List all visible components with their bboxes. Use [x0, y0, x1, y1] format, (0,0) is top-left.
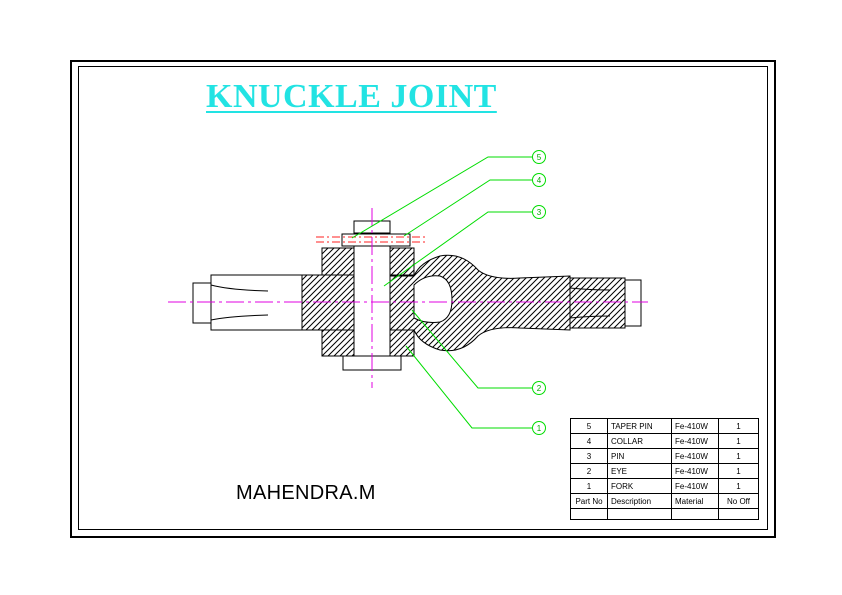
description-cell: FORK [607, 478, 672, 494]
material-cell: Fe-410W [671, 433, 719, 449]
part-no-cell: 3 [570, 448, 608, 464]
qty-cell: 1 [718, 418, 759, 434]
description-cell: TAPER PIN [607, 418, 672, 434]
part-no-cell: 2 [570, 463, 608, 479]
balloon-3: 3 [532, 205, 546, 219]
material-cell: Fe-410W [671, 448, 719, 464]
svg-text:2: 2 [537, 384, 542, 393]
parts-list-row: 4 COLLAR Fe-410W 1 [570, 433, 759, 449]
part-no-cell: 1 [570, 478, 608, 494]
parts-list-row: 5 TAPER PIN Fe-410W 1 [570, 418, 759, 434]
header-part-no: Part No [570, 493, 608, 509]
svg-text:1: 1 [537, 424, 542, 433]
parts-list-row: 1 FORK Fe-410W 1 [570, 478, 759, 494]
part-no-cell: 4 [570, 433, 608, 449]
parts-list-row: 3 PIN Fe-410W 1 [570, 448, 759, 464]
drawing-border-inner [78, 66, 768, 530]
leader-lines [351, 156, 532, 429]
svg-text:5: 5 [537, 153, 542, 162]
material-cell: Fe-410W [671, 478, 719, 494]
description-cell: EYE [607, 463, 672, 479]
parts-list-header-row: Part No Description Material No Off [570, 493, 759, 509]
balloon-4: 4 [532, 173, 546, 187]
drawing-border-outer [70, 60, 776, 538]
center-lines [168, 208, 648, 388]
description-cell: PIN [607, 448, 672, 464]
header-material: Material [671, 493, 719, 509]
author-name: MAHENDRA.M [236, 482, 376, 504]
parts-list-blank-row [570, 508, 759, 520]
drawing-title: KNUCKLE JOINT [206, 78, 497, 115]
description-cell: COLLAR [607, 433, 672, 449]
qty-cell: 1 [718, 478, 759, 494]
svg-text:3: 3 [537, 208, 542, 217]
svg-text:4: 4 [537, 176, 542, 185]
part-no-cell: 5 [570, 418, 608, 434]
eye-rod [569, 277, 642, 329]
eye-section [389, 254, 571, 352]
header-description: Description [607, 493, 672, 509]
balloon-1: 1 [532, 421, 546, 435]
qty-cell: 1 [718, 463, 759, 479]
parts-list-row: 2 EYE Fe-410W 1 [570, 463, 759, 479]
balloon-2: 2 [532, 381, 546, 395]
material-cell: Fe-410W [671, 418, 719, 434]
balloon-5: 5 [532, 150, 546, 164]
qty-cell: 1 [718, 433, 759, 449]
qty-cell: 1 [718, 448, 759, 464]
collar-and-taper-pin [316, 233, 426, 247]
parts-list-table: 5 TAPER PIN Fe-410W 1 4 COLLAR Fe-410W 1… [570, 418, 759, 520]
header-qty: No Off [718, 493, 759, 509]
material-cell: Fe-410W [671, 463, 719, 479]
